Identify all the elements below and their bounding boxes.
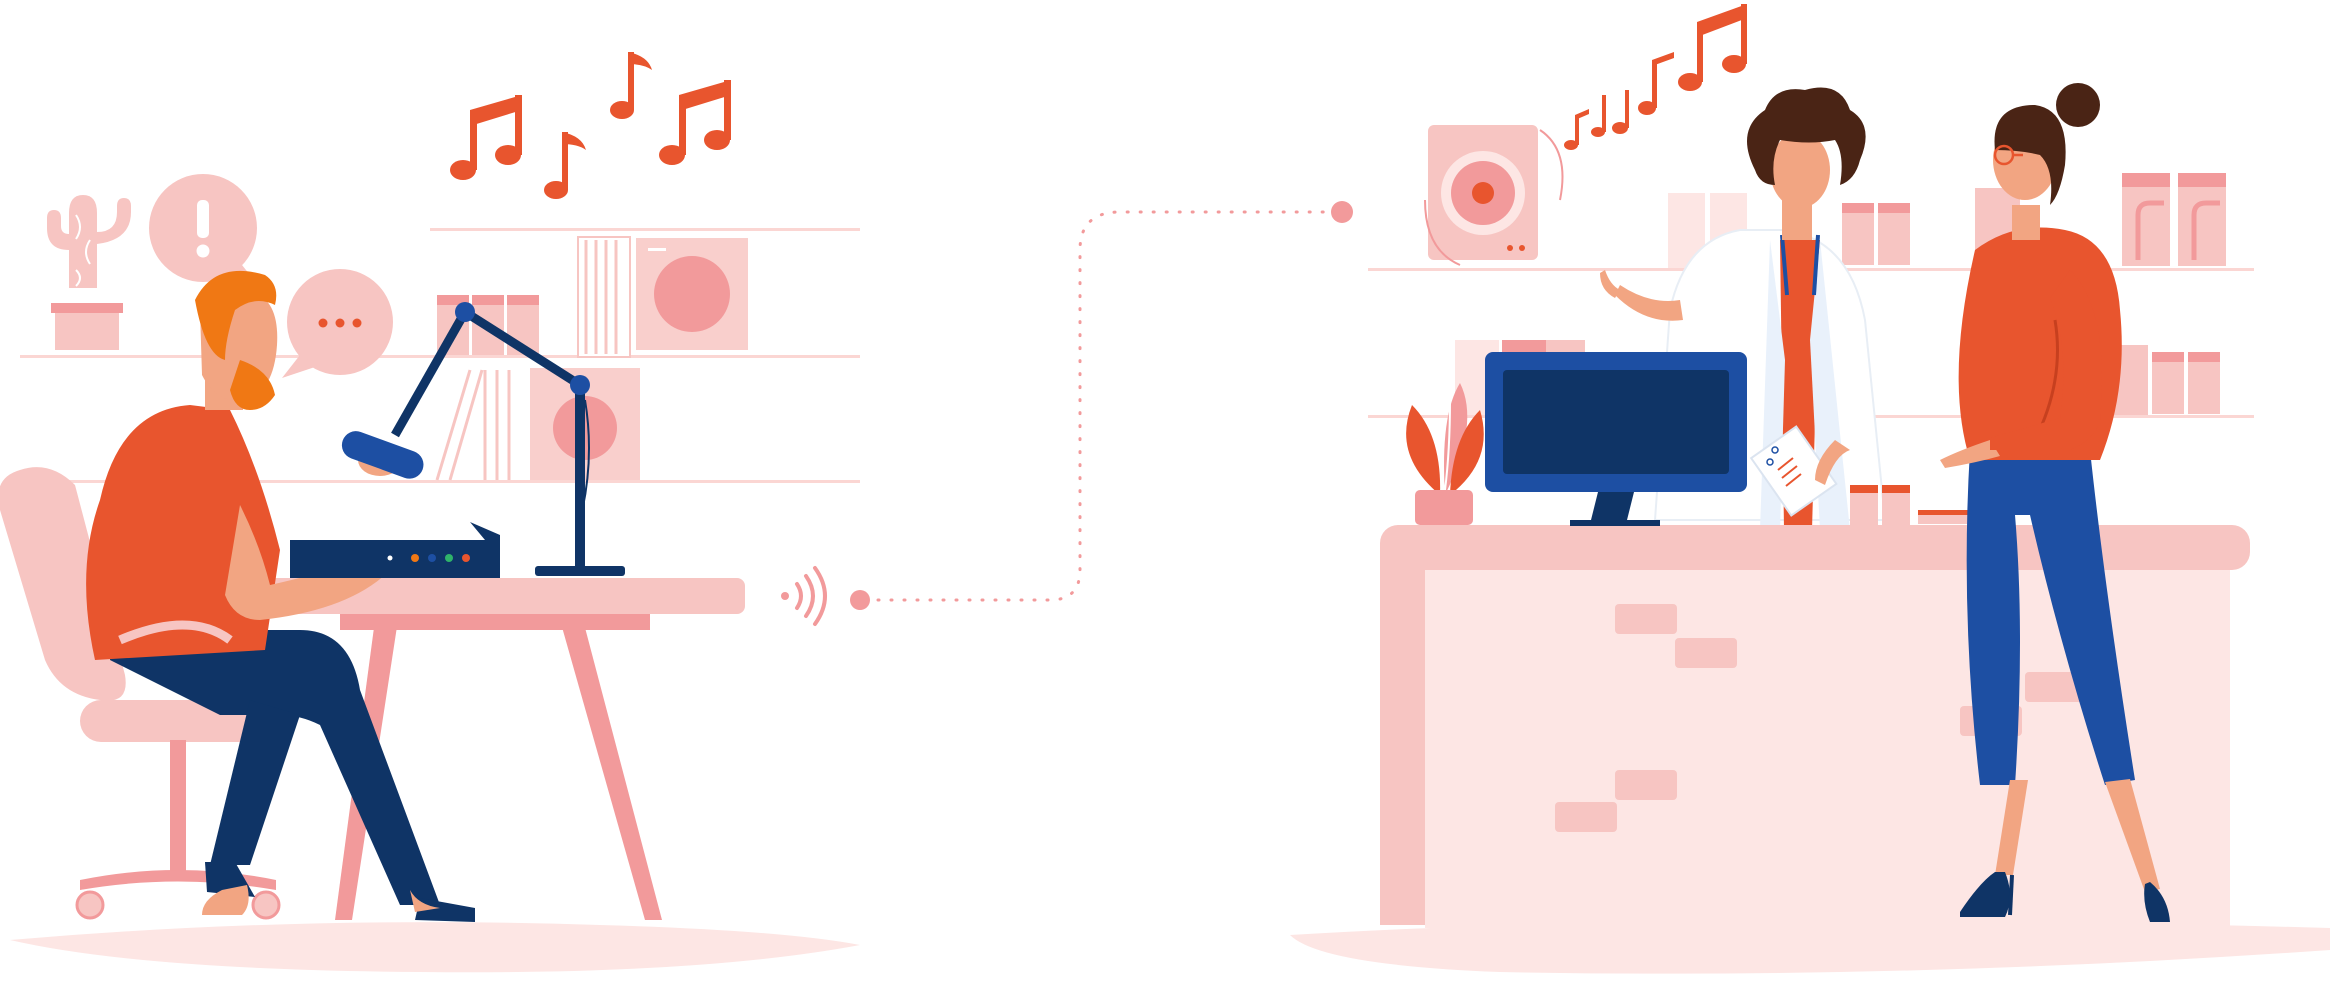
exclamation-speech-bubble-icon <box>149 174 258 285</box>
studio-shelf-bottom <box>20 480 860 483</box>
microphone-boom <box>341 302 625 576</box>
potted-plant <box>1406 383 1484 525</box>
studio-floor-shadow <box>10 922 860 973</box>
prescription-paper <box>1749 425 1838 517</box>
radio-studio-scene <box>0 52 860 973</box>
record-shelf-items <box>435 236 748 481</box>
cactus-plant <box>47 195 131 350</box>
ellipsis-speech-bubble-icon <box>282 269 393 378</box>
computer-monitor <box>1485 352 1747 526</box>
pharmacy-scene <box>1290 4 2330 974</box>
pharmacist <box>1600 87 1887 530</box>
music-note-icon-right <box>1564 4 1747 150</box>
studio-desk <box>240 578 745 920</box>
speaker-icon <box>1424 125 1564 266</box>
studio-shelf-top <box>430 228 860 231</box>
music-note-icon <box>450 52 731 199</box>
pharmacy-floor-shadow <box>1290 920 2330 974</box>
audio-mixer <box>290 522 500 578</box>
wifi-signal-icon <box>781 566 827 626</box>
broadcast-connector <box>850 201 1353 610</box>
customer-woman <box>1940 83 2170 922</box>
counter-medicine-boxes <box>1850 485 1973 527</box>
podcaster-man <box>86 270 475 922</box>
